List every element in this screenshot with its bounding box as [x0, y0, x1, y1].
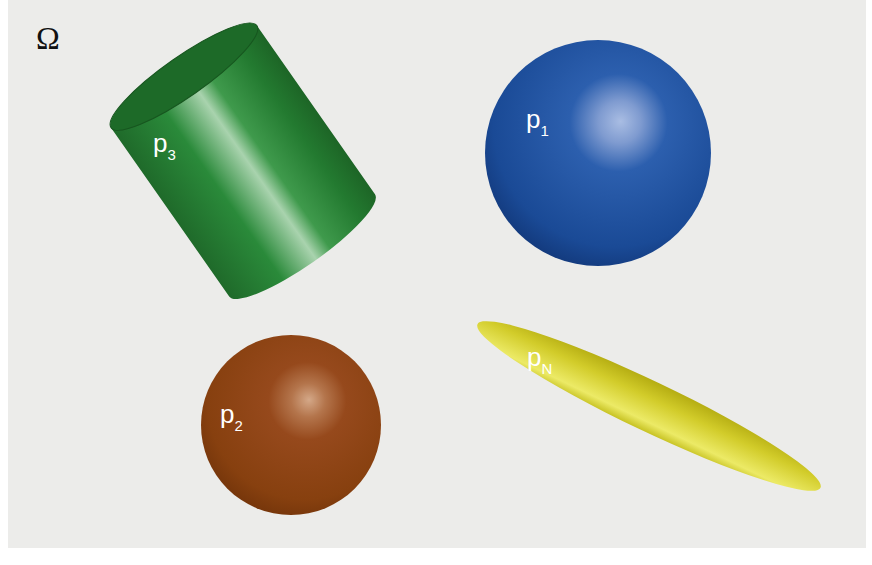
cylinder-cap [100, 15, 268, 144]
sphere-particle [485, 40, 711, 266]
particle: pN [465, 310, 830, 500]
particle-shape [100, 15, 390, 310]
particle-label: p2 [220, 401, 243, 427]
particle-label: pN [527, 344, 552, 370]
cylinder-particle [100, 15, 386, 310]
sphere-particle [201, 335, 381, 515]
ellipsoid-particle [467, 310, 830, 500]
domain-label: Ω [36, 22, 60, 54]
particle: p1 [480, 35, 716, 271]
cylinder-body [111, 26, 386, 310]
particle-shape [465, 310, 830, 500]
particle-label: p3 [153, 130, 176, 156]
particle-label: p1 [526, 106, 549, 132]
domain-region [8, 0, 866, 548]
particle: p3 [100, 15, 390, 310]
particle: p2 [195, 330, 387, 522]
particle-shape [480, 35, 716, 271]
